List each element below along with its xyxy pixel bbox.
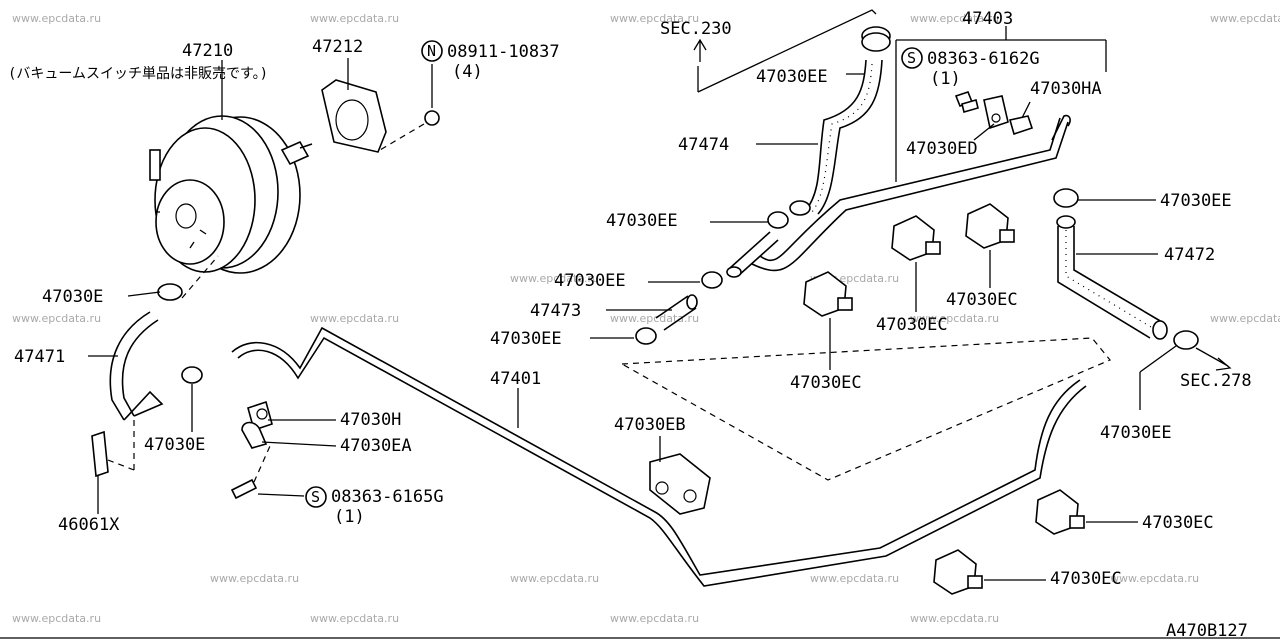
watermark: www.epcdata.ru [610, 312, 699, 325]
watermark: www.epcdata.ru [610, 12, 699, 25]
label-47474: 47474 [678, 135, 729, 155]
label-08911-qty: (4) [452, 62, 483, 82]
watermark: www.epcdata.ru [310, 312, 399, 325]
label-47030h: 47030H [340, 410, 401, 430]
n-mark-icon [421, 40, 443, 62]
upper-hose-group: SEC.230 47030EE 47474 47030EE [606, 9, 891, 278]
label-47030ee-r2: 47030EE [1100, 423, 1172, 443]
label-47030e-2: 47030E [144, 435, 205, 455]
label-08911: 08911-10837 [447, 42, 560, 62]
watermark: www.epcdata.ru [910, 612, 999, 625]
bracket-47030eb: 47030EB [614, 415, 711, 515]
s-mark-icon [901, 47, 923, 69]
clip-47030h-group: 47030H 47030EA S 08363-6165G (1) [230, 400, 444, 527]
label-08363b: 08363-6165G [331, 487, 444, 507]
watermark: www.epcdata.ru [1210, 312, 1280, 325]
label-sec278: SEC.278 [1180, 371, 1252, 391]
watermark-layer: www.epcdata.ru www.epcdata.ru www.epcdat… [12, 12, 1280, 625]
watermark: www.epcdata.ru [12, 12, 101, 25]
watermark: www.epcdata.ru [610, 612, 699, 625]
brake-booster: 47210 (バキュームスイッチ単品は非販売です。) [8, 41, 313, 274]
label-47210: 47210 [182, 41, 233, 61]
pipe-47401: 47401 [231, 326, 1087, 587]
label-47473: 47473 [530, 301, 581, 321]
watermark: www.epcdata.ru [1110, 572, 1199, 585]
watermark: www.epcdata.ru [12, 612, 101, 625]
clip-47030ec-3: 47030EC [946, 203, 1018, 310]
label-47210-note: (バキュームスイッチ単品は非販売です。) [8, 66, 268, 82]
clip-47030ec-4: 47030EC [1035, 489, 1214, 535]
label-47030e-1: 47030E [42, 287, 103, 307]
label-47030ee-r1: 47030EE [1160, 191, 1232, 211]
nut: N 08911-10837 (4) [379, 40, 560, 151]
label-47030ed: 47030ED [906, 139, 978, 159]
label-sec230: SEC.230 [660, 19, 732, 39]
label-47030ec-1: 47030EC [790, 373, 862, 393]
clip-47030ec-1: 47030EC [790, 271, 862, 393]
clip-47030ec-2: 47030EC [876, 215, 948, 335]
diagram-code: A470B127 [1166, 621, 1248, 640]
dashed-outline [619, 337, 1111, 481]
label-47030ec-2: 47030EC [876, 315, 948, 335]
label-47471: 47471 [14, 347, 65, 367]
label-08363a-qty: (1) [930, 69, 961, 89]
hose-47472-group: 47030EE 47472 SEC.278 47030EE [1053, 188, 1252, 443]
gasket: 47212 [312, 37, 387, 153]
s-mark-icon [305, 486, 327, 508]
watermark: www.epcdata.ru [910, 12, 999, 25]
s-mark-b: S [311, 488, 320, 506]
label-47030ea: 47030EA [340, 436, 412, 456]
label-47401: 47401 [490, 369, 541, 389]
arrow-up-icon [693, 38, 707, 62]
watermark: www.epcdata.ru [910, 312, 999, 325]
clip-47030ha-group: S 08363-6162G (1) 47030HA 47030ED [901, 47, 1102, 159]
pipe-47403: 47403 [751, 9, 1107, 272]
label-47030ec-4: 47030EC [1142, 513, 1214, 533]
watermark: www.epcdata.ru [510, 272, 599, 285]
hose-47471-group: 47030E 47471 47030E 46061X [14, 255, 219, 535]
label-47472: 47472 [1164, 245, 1215, 265]
watermark: www.epcdata.ru [210, 572, 299, 585]
arrow-right-icon [1195, 347, 1232, 371]
clip-47030ec-5: 47030EC [933, 549, 1122, 595]
label-47030ha: 47030HA [1030, 79, 1102, 99]
label-08363b-qty: (1) [334, 507, 365, 527]
label-47212: 47212 [312, 37, 363, 57]
label-47030eb: 47030EB [614, 415, 686, 435]
label-47030ec-5: 47030EC [1050, 569, 1122, 589]
hose-47473-group: 47030EE 47473 47030EE [490, 271, 723, 349]
label-47030ee-m1: 47030EE [606, 211, 678, 231]
watermark: www.epcdata.ru [1210, 12, 1280, 25]
label-47030ec-3: 47030EC [946, 290, 1018, 310]
label-47030ee-top: 47030EE [756, 67, 828, 87]
label-47030ee-m2: 47030EE [554, 271, 626, 291]
label-47403: 47403 [962, 9, 1013, 29]
watermark: www.epcdata.ru [310, 12, 399, 25]
watermark: www.epcdata.ru [12, 312, 101, 325]
label-46061x: 46061X [58, 515, 120, 535]
watermark: www.epcdata.ru [810, 572, 899, 585]
watermark: www.epcdata.ru [310, 612, 399, 625]
watermark: www.epcdata.ru [510, 572, 599, 585]
label-08363a: 08363-6162G [927, 49, 1040, 69]
s-mark-a: S [907, 49, 916, 67]
n-mark: N [427, 42, 436, 60]
label-47030ee-m3: 47030EE [490, 329, 562, 349]
